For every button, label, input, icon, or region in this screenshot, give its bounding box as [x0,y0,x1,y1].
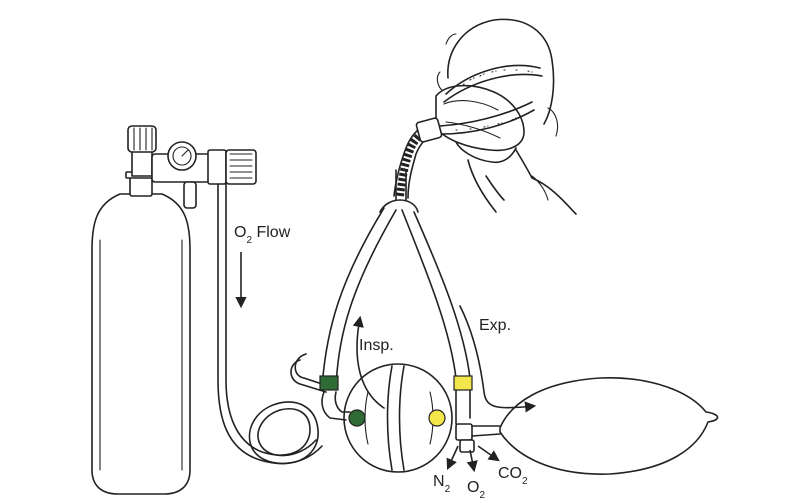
o2-vent-arrow [466,449,478,473]
inspiratory-valve-indicator [348,409,366,427]
breathing-bag [471,377,719,475]
exhaust-port [459,439,475,453]
mask-head-straps [439,64,543,135]
expiratory-valve-indicator [428,409,446,427]
n2-vent-arrow [446,445,459,471]
o2-vent-label: O2 [467,479,485,501]
o2-flow-label: O2 Flow [234,224,291,246]
oxygen-supply-hose [217,183,329,465]
full-face-mask [415,84,525,152]
expiratory-hose [401,209,473,441]
exp-label: Exp. [479,317,511,334]
pressure-regulator [151,141,257,209]
insp-label: Insp. [359,337,394,354]
co2-vent-arrow [477,445,500,462]
oxygen-cylinder [91,171,191,495]
n2-label: N2 [433,473,451,495]
y-piece-connector [379,169,419,213]
inspiratory-hose [319,207,397,421]
expiration-arrow [459,305,537,413]
co2-label: CO2 [498,465,528,487]
inspiration-arrow [352,315,385,409]
